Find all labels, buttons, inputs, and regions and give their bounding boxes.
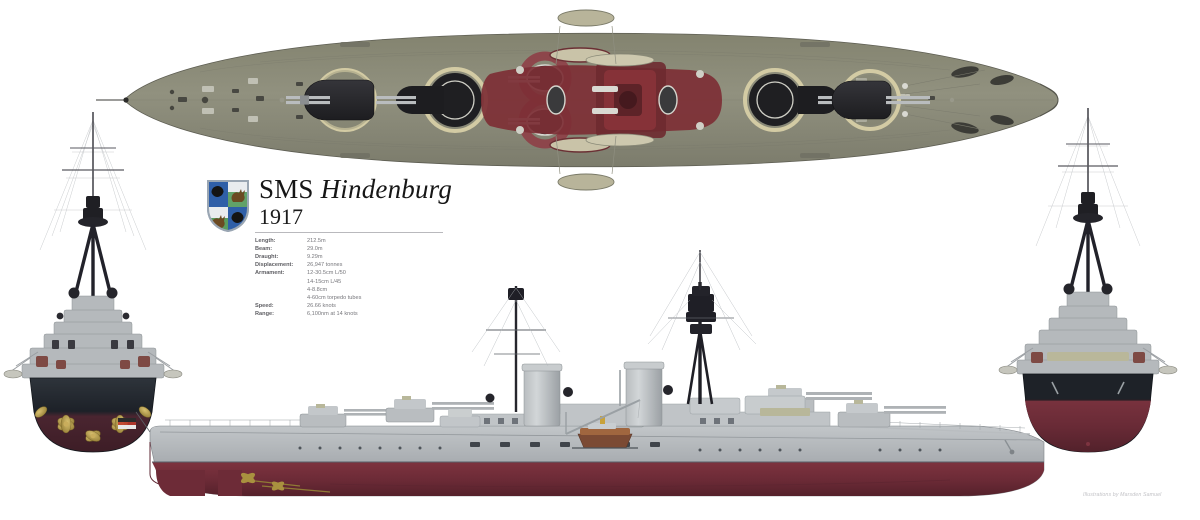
spec-value: 26.66 knots xyxy=(307,302,336,309)
page-title: SMS Hindenburg xyxy=(259,174,452,204)
spec-row: Armament: 12-30.5cm L/50 xyxy=(255,270,445,278)
artist-credit: Illustrations by Marsden Samuel xyxy=(1083,492,1162,498)
spec-row-continuation: 4-8.8cm xyxy=(255,286,445,294)
spec-label: Range: xyxy=(255,310,274,317)
spec-value: 4-8.8cm xyxy=(307,286,328,293)
specifications-table: Length: 212.5m Beam: 29.0m Draught: 9.29… xyxy=(255,238,445,319)
spec-value: 9.29m xyxy=(307,254,323,261)
plan-view-top-down xyxy=(96,9,1059,191)
profile-foremast xyxy=(647,250,757,405)
stern-elevation-view xyxy=(3,112,183,453)
profile-aft-turrets xyxy=(299,396,494,428)
spec-row: Displacement: 26,947 tonnes xyxy=(255,262,445,270)
spec-label: Displacement: xyxy=(255,262,294,269)
starboard-profile-view xyxy=(118,250,1045,497)
plan-superstructure xyxy=(481,62,722,138)
profile-mainmast xyxy=(471,286,561,412)
spec-value: 14-15cm L/45 xyxy=(307,278,342,285)
spec-row: Range: 6,100nm at 14 knots xyxy=(255,311,445,319)
title-block: SMS Hindenburg 1917 Length: 212.5m Beam:… xyxy=(205,174,452,319)
spec-label: Armament: xyxy=(255,270,285,277)
spec-value: 26,947 tonnes xyxy=(307,262,343,269)
coat-of-arms-shield xyxy=(207,180,249,233)
title-ship-name: Hindenburg xyxy=(320,174,453,204)
spec-row: Beam: 29.0m xyxy=(255,246,445,254)
bow-elevation-view xyxy=(998,108,1178,453)
spec-row-continuation: 4-60cm torpedo tubes xyxy=(255,294,445,302)
spec-label: Beam: xyxy=(255,246,273,253)
spec-label: Length: xyxy=(255,238,276,245)
spec-row-continuation: 14-15cm L/45 xyxy=(255,278,445,286)
profile-ships-boat xyxy=(565,399,641,449)
spec-label: Draught: xyxy=(255,254,279,261)
spec-value: 4-60cm torpedo tubes xyxy=(307,294,362,301)
spec-label: Speed: xyxy=(255,302,274,309)
plan-ships-boats xyxy=(549,47,655,153)
spec-value: 6,100nm at 14 knots xyxy=(307,310,358,317)
title-year: 1917 xyxy=(259,203,303,229)
profile-funnels xyxy=(515,361,673,427)
spec-row: Length: 212.5m xyxy=(255,238,445,246)
spec-row: Draught: 9.29m xyxy=(255,254,445,262)
spec-row: Speed: 26.66 knots xyxy=(255,303,445,311)
spec-value: 212.5m xyxy=(307,238,326,245)
spec-value: 12-30.5cm L/50 xyxy=(307,270,346,277)
spec-value: 29.0m xyxy=(307,246,323,253)
plan-davit-boats xyxy=(555,9,617,191)
title-prefix: SMS xyxy=(259,174,314,204)
title-divider xyxy=(255,231,443,233)
